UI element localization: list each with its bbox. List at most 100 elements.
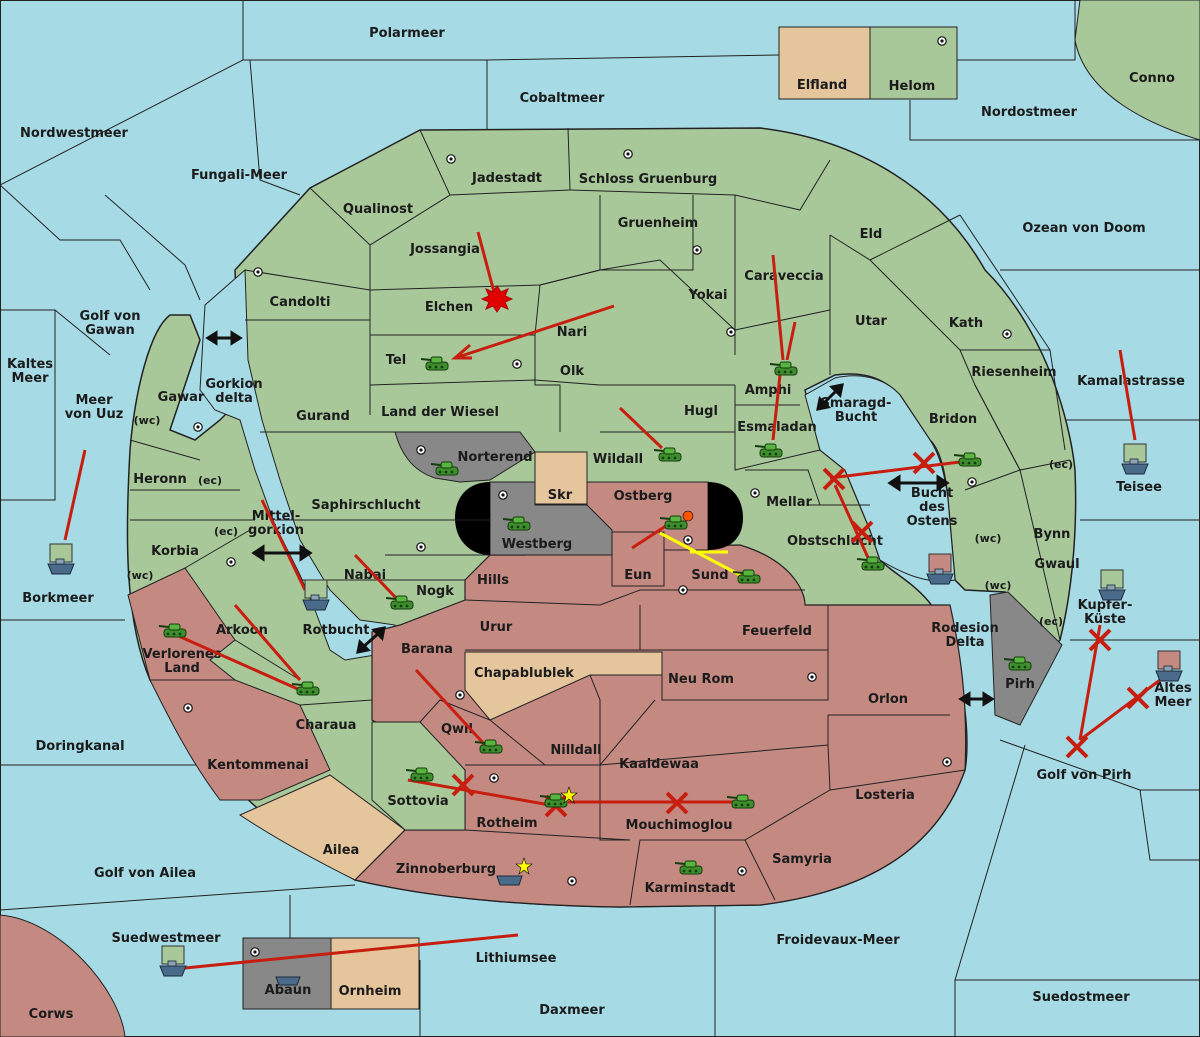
label-hugl: Hugl [684,404,718,419]
label-pirh: Pirh [1005,677,1035,692]
label-wildall: Wildall [593,452,643,467]
sc-ostberg [683,535,693,545]
label-ailea: Ailea [323,843,360,858]
label-charaua: Charaua [296,718,357,733]
sc-saphirschlucht [416,542,426,552]
label-eld: Eld [860,227,883,242]
label-fungali-meer: Fungali-Meer [191,168,288,183]
province-elfland[interactable] [778,26,871,100]
fleet-bucht-des-ostens [926,553,954,585]
label-land-der-wiesel: Land der Wiesel [381,405,499,420]
label-schloss-gruenburg: Schloss Gruenburg [579,172,717,187]
label-suedwestmeer: Suedwestmeer [111,931,221,946]
label-westberg: Westberg [502,537,572,552]
coast-ec-heronn: (ec) [198,474,222,487]
label-doringkanal: Doringkanal [35,739,124,754]
label-mittel-gorkion: Mittel-gorkion [248,509,304,538]
label-corws: Corws [29,1007,74,1022]
label-gwaul: Gwaul [1034,557,1079,572]
label-sund: Sund [691,568,728,583]
province-eun[interactable] [611,531,665,587]
label-borkmeer: Borkmeer [22,591,94,606]
label-golf-von-pirh: Golf von Pirh [1036,768,1131,783]
label-samyria: Samyria [772,852,832,867]
province-conno[interactable] [1074,0,1200,141]
label-qualinost: Qualinost [343,202,413,217]
label-mouchimoglou: Mouchimoglou [626,818,733,833]
province-borders [129,127,1071,906]
red-zone [353,529,967,908]
label-froidevaux-meer: Froidevaux-Meer [776,933,900,948]
label-smaragd-bucht: Smaragd-Bucht [821,396,892,425]
label-jossangia: Jossangia [409,242,480,257]
label-kath: Kath [949,316,983,331]
province-skr[interactable] [534,451,588,505]
sc-korbia [226,557,236,567]
fleet-rotbucht [302,579,330,611]
province-corws[interactable] [0,914,126,1037]
sc-bridon [967,477,977,487]
sc-yokai [726,327,736,337]
sc-abaun [250,947,260,957]
label-jadestadt: Jadestadt [471,171,542,186]
label-nordwestmeer: Nordwestmeer [20,126,128,141]
province-kentommenai[interactable] [149,679,331,801]
label-norterend: Norterend [457,450,532,465]
label-bridon: Bridon [929,412,977,427]
coast-ec-bynn: (ec) [1049,458,1073,471]
label-nogk: Nogk [416,584,454,599]
province-gorkion-delta[interactable] [199,268,396,661]
fleet-altes-meer [1155,650,1183,682]
capital-west-cap [455,482,490,555]
label-kaaldewaa: Kaaldewaa [619,757,699,772]
label-elfland: Elfland [797,78,847,93]
province-pirh[interactable] [989,591,1063,726]
label-feuerfeld: Feuerfeld [742,624,812,639]
coast-wc-bynn: (wc) [975,532,1002,545]
province-bucht-des-ostens[interactable] [804,375,956,582]
label-elchen: Elchen [425,300,473,315]
label-esmaladan: Esmaladan [737,420,817,435]
label-kupfer-kueste: Kupfer-Küste [1078,598,1133,627]
battle-markers [480,285,694,875]
label-daxmeer: Daxmeer [539,1003,605,1018]
label-nari: Nari [557,325,588,340]
label-saphirschlucht: Saphirschlucht [311,498,420,513]
province-norterend[interactable] [394,431,536,483]
label-sottovia: Sottovia [387,794,448,809]
fleet-teisee [1121,443,1149,475]
exchange-arrows [205,330,995,707]
sc-kath [1002,329,1012,339]
coast-wc-gawar: (wc) [134,414,161,427]
units [47,356,1183,986]
label-suedostmeer: Suedostmeer [1032,990,1130,1005]
coast-wc-gwaul: (wc) [985,579,1012,592]
label-nilldall: Nilldall [550,743,601,758]
label-kentommenai: Kentommenai [207,758,308,773]
label-gurand: Gurand [296,409,350,424]
fleet-borkmeer [47,543,75,575]
label-ornheim: Ornheim [339,984,402,999]
label-korbia: Korbia [151,544,199,559]
label-hills: Hills [477,573,509,588]
coast-ec-korbia: (ec) [214,525,238,538]
sc-helom [937,36,947,46]
label-lithiumsee: Lithiumsee [476,951,557,966]
sc-westberg [498,490,508,500]
label-abaun: Abaun [265,983,312,998]
label-yokai: Yokai [687,288,727,303]
label-riesenheim: Riesenheim [971,365,1056,380]
label-golf-von-ailea: Golf von Ailea [94,866,196,881]
sc-qwil [455,690,465,700]
label-neu-rom: Neu Rom [668,672,734,687]
label-mellar: Mellar [766,495,812,510]
sc-mellar [750,488,760,498]
sc-zinnoberburg [567,876,577,886]
sc-schloss-gruenburg [623,149,633,159]
